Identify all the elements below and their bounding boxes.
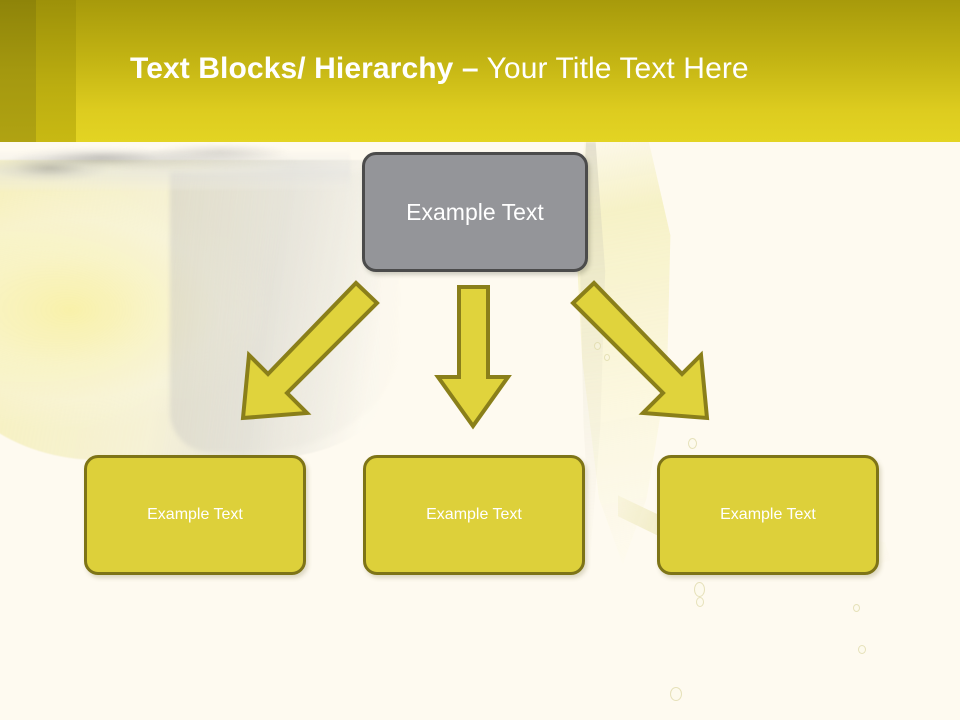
droplet-icon — [594, 342, 601, 350]
slide-header: Text Blocks/ Hierarchy – Your Title Text… — [0, 0, 960, 142]
hierarchy-child-node-2[interactable]: Example Text — [363, 455, 585, 575]
hierarchy-child-node-3[interactable]: Example Text — [657, 455, 879, 575]
page-title-strong: Text Blocks/ Hierarchy – — [130, 52, 479, 85]
droplet-icon — [853, 604, 860, 612]
hierarchy-parent-label: Example Text — [406, 198, 544, 225]
page-title: Text Blocks/ Hierarchy – Your Title Text… — [130, 50, 930, 88]
hierarchy-child-label-1: Example Text — [147, 506, 243, 523]
droplet-icon — [858, 645, 866, 654]
hierarchy-parent-node[interactable]: Example Text — [362, 152, 588, 272]
header-band-main — [76, 0, 960, 142]
header-band-dark — [0, 0, 36, 142]
droplet-icon — [694, 582, 705, 597]
droplet-icon — [696, 597, 704, 607]
glass-rim-shape — [0, 150, 350, 190]
glass-foam-shape — [10, 144, 340, 170]
droplet-icon — [604, 354, 610, 361]
hierarchy-child-label-3: Example Text — [720, 506, 816, 523]
page-title-light: Your Title Text Here — [478, 52, 749, 85]
hierarchy-child-label-2: Example Text — [426, 506, 522, 523]
droplet-icon — [688, 438, 697, 449]
hierarchy-child-node-1[interactable]: Example Text — [84, 455, 306, 575]
droplet-icon — [670, 687, 682, 701]
header-band-mid — [36, 0, 76, 142]
